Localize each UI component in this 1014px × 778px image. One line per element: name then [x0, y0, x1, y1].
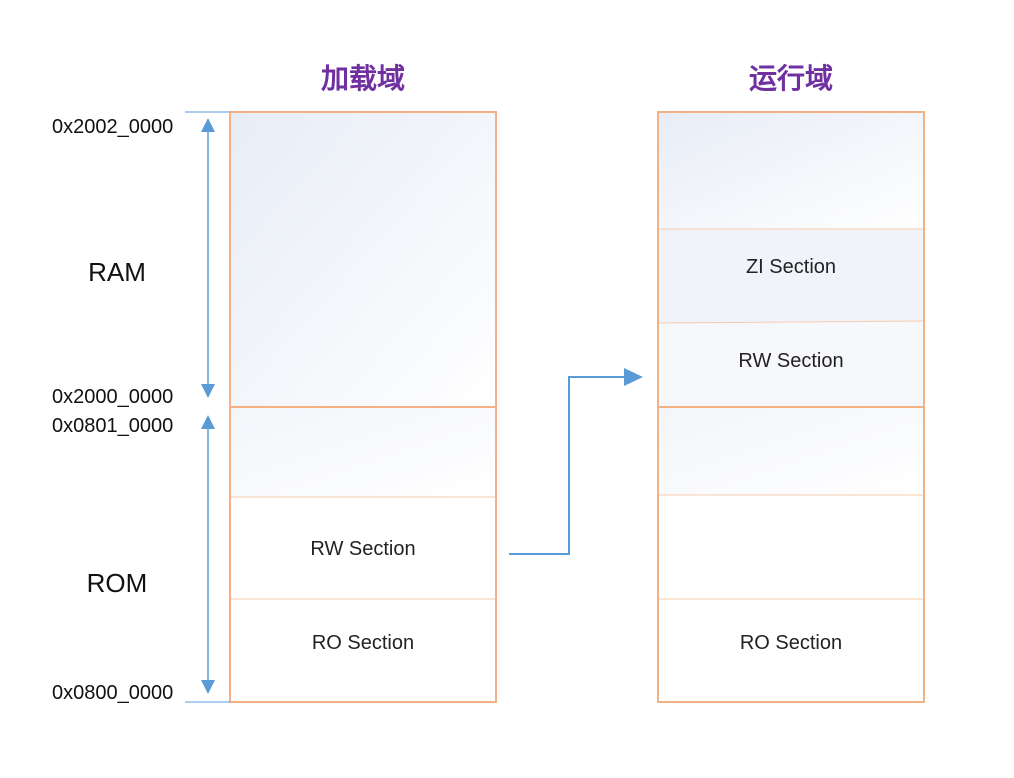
- ram-top-address: 0x2002_0000: [52, 116, 173, 138]
- run-box-border: [657, 111, 925, 703]
- run-rw-section: [658, 321, 924, 407]
- run-domain-box: ZI Section RW Section RO Section: [657, 111, 925, 703]
- run-rw-section-label: RW Section: [738, 350, 843, 372]
- load-domain-title: 加载域: [321, 62, 405, 95]
- run-ram-free-area: [658, 112, 924, 229]
- load-rom-free-area: [230, 407, 496, 497]
- run-domain-title: 运行域: [749, 62, 833, 95]
- ram-region-label: RAM: [88, 257, 146, 287]
- run-rom-empty-area: [658, 495, 924, 599]
- load-box-border: [229, 111, 497, 703]
- load-domain-box: RW Section RO Section: [229, 111, 497, 703]
- load-ram-area: [230, 112, 496, 407]
- rom-top-address: 0x0801_0000: [52, 415, 173, 437]
- load-ro-section-label: RO Section: [312, 632, 414, 654]
- copy-arrow: [509, 368, 643, 555]
- run-divider: [657, 320, 925, 324]
- run-rom-free-area: [658, 407, 924, 495]
- rom-range-arrow: [201, 415, 215, 694]
- load-rw-section-label: RW Section: [310, 538, 415, 560]
- run-zi-section-label: ZI Section: [746, 256, 836, 278]
- ram-range-arrow: [201, 118, 215, 398]
- ram-bottom-address: 0x2000_0000: [52, 386, 173, 408]
- load-ro-section: [230, 599, 496, 702]
- load-rw-section: [230, 497, 496, 599]
- rom-bottom-address: 0x0800_0000: [52, 682, 173, 704]
- run-ro-section-label: RO Section: [740, 632, 842, 654]
- run-ro-section: [658, 599, 924, 702]
- rom-region-label: ROM: [87, 568, 148, 598]
- run-zi-section: [658, 229, 924, 323]
